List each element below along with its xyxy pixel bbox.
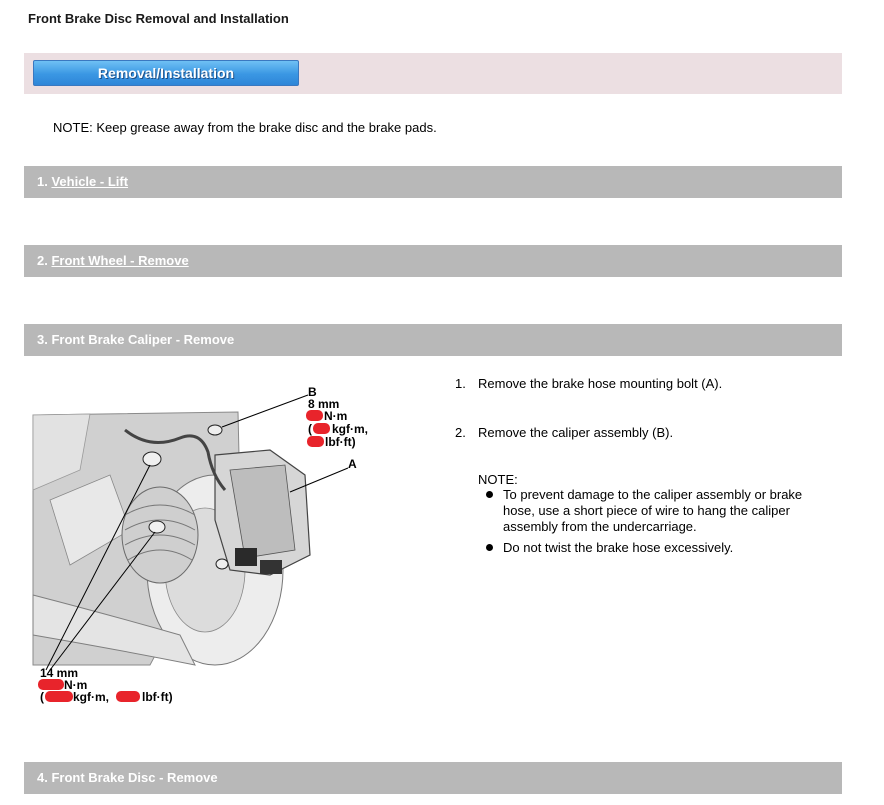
step-bar-front-brake-disc-remove: 4. Front Brake Disc - Remove xyxy=(24,762,842,794)
instruction-number: 1. xyxy=(455,376,466,391)
leader-line-lower-bolt xyxy=(49,531,156,671)
paren-b: ( xyxy=(308,422,312,436)
caliper-bracket-dark-lower xyxy=(260,560,282,574)
redaction-mark xyxy=(116,691,140,702)
brake-caliper-illustration: B 8 mm N·m ( kgf·m, lbf·ft) A 14 mm N·m … xyxy=(30,380,425,710)
note-bullets: To prevent damage to the caliper assembl… xyxy=(483,487,828,561)
torque-kgf-b: kgf·m, xyxy=(332,422,368,436)
bullet-text: Do not twist the brake hose excessively. xyxy=(503,540,734,555)
step-number: 3. xyxy=(37,332,48,347)
removal-installation-tab[interactable]: Removal/Installation xyxy=(33,60,299,86)
redaction-mark xyxy=(307,436,324,447)
brake-hose xyxy=(124,428,227,491)
redaction-mark xyxy=(38,679,64,690)
grease-note: NOTE: Keep grease away from the brake di… xyxy=(53,120,437,135)
torque-kgf-14: kgf·m, xyxy=(73,690,109,704)
page-title: Front Brake Disc Removal and Installatio… xyxy=(28,11,289,26)
label-a: A xyxy=(348,457,357,471)
list-item: Do not twist the brake hose excessively. xyxy=(483,540,828,556)
instruction-text: Remove the caliper assembly (B). xyxy=(478,425,674,440)
step-bar-vehicle-lift: 1. Vehicle - Lift xyxy=(24,166,842,198)
redaction-mark xyxy=(313,423,330,434)
step-bar-front-wheel-remove: 2. Front Wheel - Remove xyxy=(24,245,842,277)
step-number: 2. xyxy=(37,253,48,268)
step-number: 1. xyxy=(37,174,48,189)
label-b: B xyxy=(308,385,317,399)
step-label: Front Brake Disc - Remove xyxy=(51,770,218,785)
strut-shape xyxy=(32,413,91,491)
leader-line-a xyxy=(289,467,349,493)
caliper-diagram: B 8 mm N·m ( kgf·m, lbf·ft) A 14 mm N·m … xyxy=(32,385,368,704)
instruction-item: 1. Remove the brake hose mounting bolt (A… xyxy=(455,376,722,392)
redaction-mark xyxy=(306,410,323,421)
note-label: NOTE: xyxy=(478,472,518,487)
boot-ribs xyxy=(124,504,196,561)
step-bar-front-brake-caliper-remove: 3. Front Brake Caliper - Remove xyxy=(24,324,842,356)
instruction-text: Remove the brake hose mounting bolt (A). xyxy=(478,376,723,391)
leader-line-upper-bolt xyxy=(45,464,151,671)
step-link-vehicle-lift[interactable]: Vehicle - Lift xyxy=(51,174,129,189)
leader-line-b xyxy=(221,394,309,428)
step-label: Front Brake Caliper - Remove xyxy=(51,332,235,347)
instruction-number: 2. xyxy=(455,425,466,440)
step-link-front-wheel-remove[interactable]: Front Wheel - Remove xyxy=(51,253,189,268)
step-number: 4. xyxy=(37,770,48,785)
bullet-icon xyxy=(486,544,493,551)
paren-14: ( xyxy=(40,690,44,704)
bullet-icon xyxy=(486,491,493,498)
instruction-item: 2. Remove the caliper assembly (B). xyxy=(455,425,673,441)
caliper-bracket-dark xyxy=(235,548,257,566)
torque-lbf-b: lbf·ft) xyxy=(325,435,356,449)
lower-arm xyxy=(32,594,196,666)
bolt-icon xyxy=(142,424,229,570)
torque-lbf-14: lbf·ft) xyxy=(142,690,173,704)
size-8mm: 8 mm xyxy=(308,397,339,411)
torque-nm-b: N·m xyxy=(324,409,347,423)
torque-nm-14: N·m xyxy=(64,678,87,692)
bullet-text: To prevent damage to the caliper assembl… xyxy=(503,487,803,534)
size-14mm: 14 mm xyxy=(40,666,78,680)
redaction-mark xyxy=(45,691,73,702)
list-item: To prevent damage to the caliper assembl… xyxy=(483,487,828,535)
caliper-piston-housing xyxy=(229,464,296,559)
